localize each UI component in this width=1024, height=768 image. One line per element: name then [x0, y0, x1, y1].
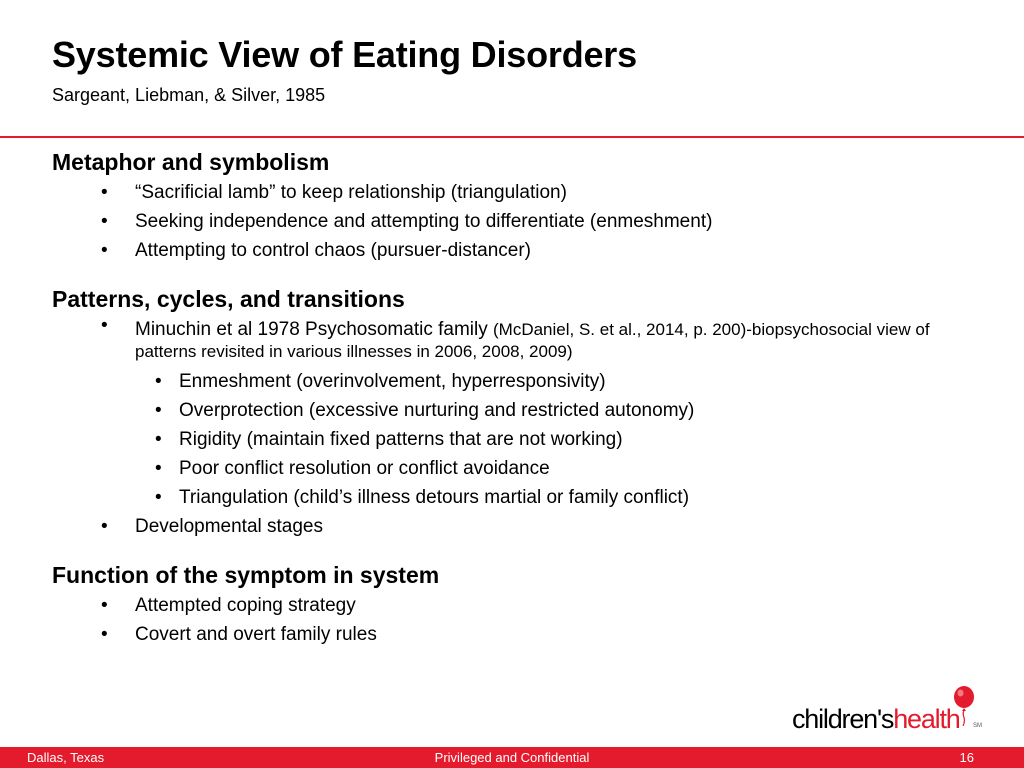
list-item: • Developmental stages	[52, 512, 992, 541]
list-item: • Minuchin et al 1978 Psychosomatic fami…	[52, 315, 992, 367]
bullet: •	[101, 211, 108, 232]
section-patterns: Patterns, cycles, and transitions • Minu…	[52, 283, 992, 541]
footer-confidentiality: Privileged and Confidential	[434, 750, 590, 765]
list-item-text: Triangulation (child’s illness detours m…	[179, 487, 690, 508]
slide-subtitle: Sargeant, Liebman, & Silver, 1985	[52, 85, 326, 105]
list-item: • “Sacrificial lamb” to keep relationshi…	[52, 178, 992, 207]
bullet: •	[155, 371, 162, 392]
sub-list-item: • Enmeshment (overinvolvement, hyperresp…	[52, 367, 992, 396]
footer-bar: Dallas, Texas Privileged and Confidentia…	[0, 747, 1024, 768]
bullet: •	[101, 315, 108, 336]
list-item-text: Attempted coping strategy	[135, 595, 356, 616]
bullet-list: • “Sacrificial lamb” to keep relationshi…	[52, 178, 992, 265]
list-item: • Seeking independence and attempting to…	[52, 207, 992, 236]
bullet: •	[101, 595, 108, 616]
sub-list-item: • Poor conflict resolution or conflict a…	[52, 454, 992, 483]
logo-text-health: health	[893, 704, 961, 734]
section-heading: Patterns, cycles, and transitions	[52, 286, 405, 312]
bullet: •	[155, 458, 162, 479]
list-item-text: Covert and overt family rules	[135, 624, 377, 645]
service-mark: SM	[973, 723, 982, 729]
page-number: 16	[959, 750, 974, 765]
list-item-text: Minuchin et al 1978 Psychosomatic family	[135, 319, 493, 340]
logo-text-childrens: children's	[792, 704, 894, 734]
list-item-text: Developmental stages	[135, 516, 323, 537]
bullet: •	[101, 240, 108, 261]
bullet: •	[101, 516, 108, 537]
bullet: •	[101, 624, 108, 645]
bullet: •	[101, 182, 108, 203]
slide-title: Systemic View of Eating Disorders	[52, 34, 637, 75]
sub-list-item: • Overprotection (excessive nurturing an…	[52, 396, 992, 425]
section-heading: Metaphor and symbolism	[52, 149, 330, 175]
footer-location: Dallas, Texas	[27, 750, 105, 765]
citation: (McDaniel, S. et al., 2014, p. 200)-biop…	[135, 320, 930, 361]
list-item-text: Enmeshment (overinvolvement, hyperrespon…	[179, 371, 606, 392]
slide-body: Metaphor and symbolism • “Sacrificial la…	[52, 146, 992, 667]
bullet-list: • Attempted coping strategy • Covert and…	[52, 591, 992, 649]
list-item-text: Attempting to control chaos (pursuer-dis…	[135, 240, 532, 261]
bullet: •	[155, 400, 162, 421]
list-item-text: “Sacrificial lamb” to keep relationship …	[135, 182, 567, 203]
bullet: •	[155, 487, 162, 508]
list-item: • Attempting to control chaos (pursuer-d…	[52, 236, 992, 265]
balloon-icon	[954, 686, 974, 726]
list-item-text: Seeking independence and attempting to d…	[135, 211, 713, 232]
title-divider	[0, 136, 1024, 138]
list-item: • Covert and overt family rules	[52, 620, 992, 649]
list-item-text: Rigidity (maintain fixed patterns that a…	[179, 429, 623, 450]
sub-list-item: • Rigidity (maintain fixed patterns that…	[52, 425, 992, 454]
sub-list-item: • Triangulation (child’s illness detours…	[52, 483, 992, 512]
section-heading: Function of the symptom in system	[52, 562, 440, 588]
bullet: •	[155, 429, 162, 450]
section-function: Function of the symptom in system • Atte…	[52, 559, 992, 649]
childrens-health-logo: children'shealth SM	[792, 686, 992, 742]
list-item-text: Overprotection (excessive nurturing and …	[179, 400, 695, 421]
list-item-text: Poor conflict resolution or conflict avo…	[179, 458, 550, 479]
logo-wordmark: children'shealth	[792, 704, 961, 735]
section-metaphor: Metaphor and symbolism • “Sacrificial la…	[52, 146, 992, 265]
bullet-list: • Minuchin et al 1978 Psychosomatic fami…	[52, 315, 992, 541]
list-item: • Attempted coping strategy	[52, 591, 992, 620]
